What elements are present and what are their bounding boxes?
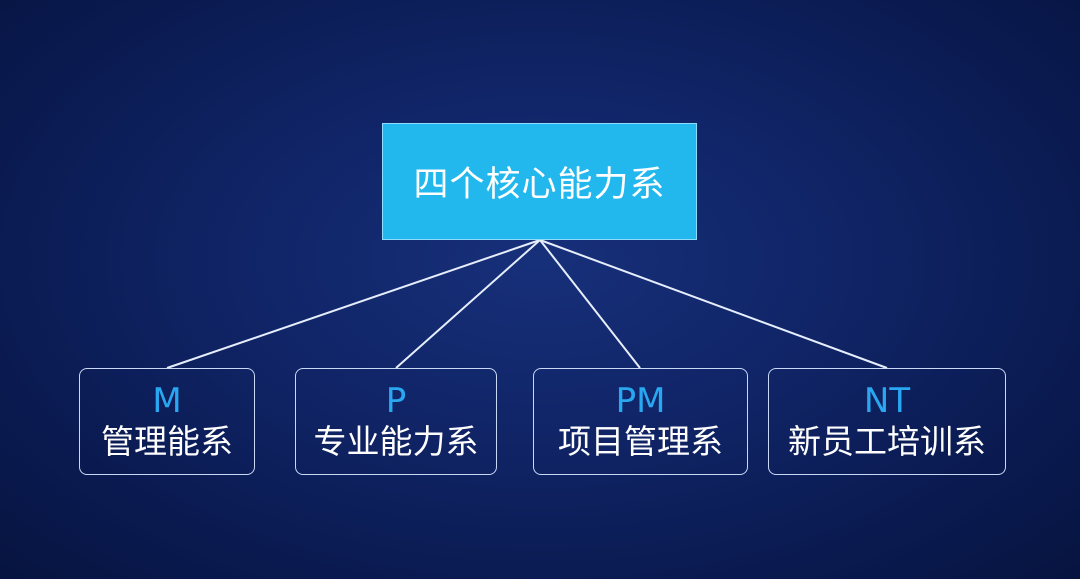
child-code-p: P — [385, 380, 407, 421]
child-node-nt: NT 新员工培训系 — [768, 368, 1006, 475]
root-node: 四个核心能力系 — [382, 123, 697, 240]
connector-p — [395, 239, 541, 369]
child-label-nt: 新员工培训系 — [788, 421, 986, 461]
connector-m — [166, 239, 541, 369]
child-node-p: P 专业能力系 — [295, 368, 497, 475]
root-node-label: 四个核心能力系 — [413, 165, 666, 205]
child-label-p: 专业能力系 — [313, 421, 479, 461]
child-code-m: M — [152, 380, 182, 421]
child-code-pm: PM — [615, 380, 666, 421]
connector-pm — [539, 239, 641, 369]
child-label-pm: 项目管理系 — [558, 421, 723, 461]
child-label-m: 管理能系 — [101, 421, 233, 461]
child-node-m: M 管理能系 — [79, 368, 255, 475]
child-node-pm: PM 项目管理系 — [533, 368, 748, 475]
child-code-nt: NT — [863, 380, 911, 421]
connector-nt — [539, 239, 888, 369]
